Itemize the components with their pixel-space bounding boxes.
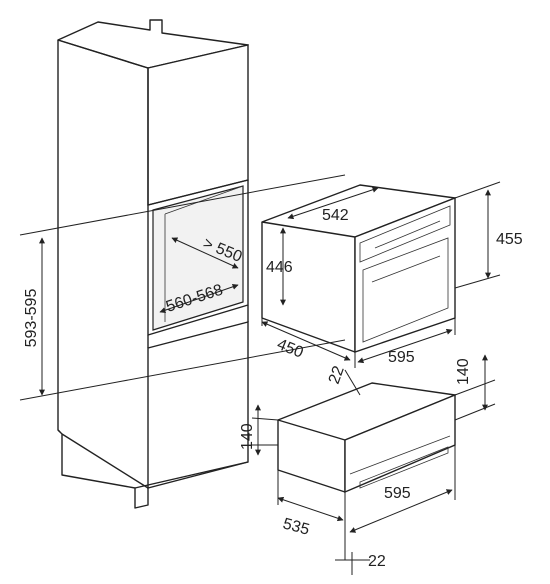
drawer-dimensions: 140 140 535 595 22 xyxy=(239,354,496,575)
drawer-height-left-label: 140 xyxy=(239,423,256,450)
niche-height-label: 593-595 xyxy=(23,289,40,348)
drawer-depth-arrow xyxy=(277,496,344,522)
niche-width-arrow xyxy=(159,283,239,314)
oven-width-label: 595 xyxy=(388,349,415,366)
ext-oven-bottom xyxy=(454,274,501,289)
drawer-width-label: 595 xyxy=(384,485,411,502)
drawer-width-arrow xyxy=(349,489,453,533)
drawer-height-right-label: 140 xyxy=(455,358,472,385)
oven-top-depth-arrow xyxy=(287,186,379,220)
drawer-depth-label: 535 xyxy=(281,515,311,538)
oven-inner-height-label: 446 xyxy=(266,259,293,276)
offset-bottom-label: 22 xyxy=(368,553,386,570)
offset-top-label: 22 xyxy=(326,364,348,387)
warming-drawer xyxy=(277,382,456,494)
ext-oven-top xyxy=(454,181,501,199)
oven-top-depth-label: 542 xyxy=(322,207,349,224)
ext-drawer-top xyxy=(454,379,496,396)
dim-line-top xyxy=(19,174,346,236)
oven-height-label: 455 xyxy=(496,231,523,248)
oven-depth-arrow xyxy=(261,321,351,361)
niche-depth-arrow xyxy=(171,237,239,269)
ext-drawer-bottom xyxy=(454,403,496,421)
oven-width-arrow xyxy=(357,328,453,364)
ext-offset-top xyxy=(344,369,361,396)
ext-drawer-left-top xyxy=(251,417,279,421)
oven-dimensions: 542 446 455 450 595 22 xyxy=(261,181,523,396)
oven-depth-label: 450 xyxy=(275,336,306,362)
tall-cabinet xyxy=(57,19,249,509)
